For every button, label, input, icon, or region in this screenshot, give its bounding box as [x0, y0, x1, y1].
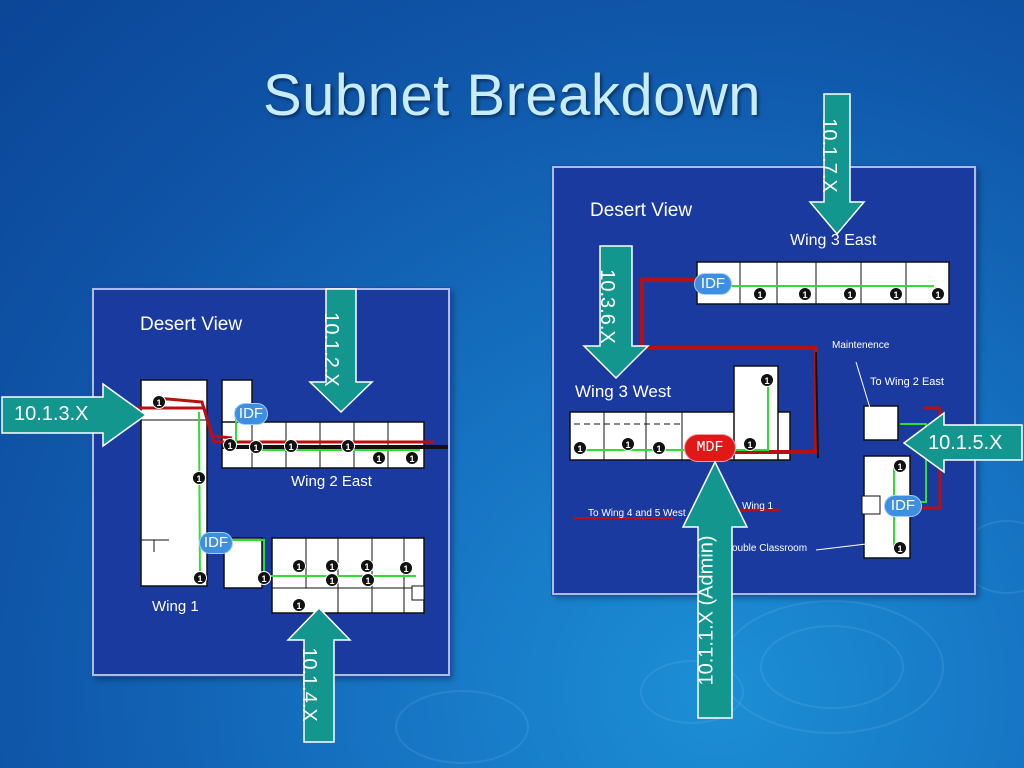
network-drop-marker: 1: [893, 459, 907, 473]
room-label: Wing 1: [742, 501, 774, 512]
network-drop-marker: 1: [573, 441, 587, 455]
subnet-label: 10.1.7.X: [817, 118, 840, 193]
room-label: To Wing 4 and 5 West: [588, 508, 686, 519]
network-drop-marker: 1: [931, 287, 945, 301]
network-drop-marker: 1: [292, 559, 306, 573]
network-drop-marker: 1: [893, 541, 907, 555]
network-drop-marker: 1: [325, 573, 339, 587]
subnet-arrow-shape: [1, 382, 148, 448]
mdf-badge: MDF: [684, 434, 736, 462]
network-drop-marker: 1: [193, 571, 207, 585]
slide-title: Subnet Breakdown: [262, 63, 762, 128]
ripple-decoration: [395, 690, 529, 764]
wing-label: Wing 1: [152, 598, 199, 615]
subnet-arrow-shape: [308, 288, 374, 414]
subnet-arrow-shape: [681, 460, 749, 719]
wing-label: Wing 3 West: [575, 382, 672, 401]
room-label: Maintenence: [832, 340, 890, 351]
subnet-arrow-shape: [808, 93, 866, 236]
network-drop-marker: 1: [284, 439, 298, 453]
idf-badge: IDF: [884, 495, 922, 517]
room-label: ouble Classroom: [732, 543, 808, 554]
subnet-arrow-shape: [286, 606, 352, 743]
network-drop-marker: 1: [292, 598, 306, 612]
network-drop-marker: 1: [798, 287, 812, 301]
network-drop-marker: 1: [152, 395, 166, 409]
network-drop-marker: 1: [372, 451, 386, 465]
network-drop-marker: 1: [192, 471, 206, 485]
subnet-arrow-shape: [582, 245, 650, 380]
network-drop-marker: 1: [652, 441, 666, 455]
network-drop-marker: 1: [257, 571, 271, 585]
subnet-label: 10.1.4.X: [297, 647, 320, 722]
network-drop-marker: 1: [753, 287, 767, 301]
wing-label: Wing 3 East: [790, 232, 877, 249]
wing-label: Wing 2 East: [291, 473, 372, 490]
network-drop-marker: 1: [405, 451, 419, 465]
network-drop-marker: 1: [843, 287, 857, 301]
ripple-decoration: [640, 660, 744, 724]
subnet-label: 10.1.5.X: [928, 432, 1003, 454]
subnet-label: 10.1.3.X: [14, 403, 89, 425]
plan-title: Desert View: [590, 200, 693, 221]
network-drop-marker: 1: [621, 437, 635, 451]
network-drop-marker: 1: [760, 373, 774, 387]
network-drop-marker: 1: [889, 287, 903, 301]
plan-title: Desert View: [140, 314, 243, 335]
network-drop-marker: 1: [223, 438, 237, 452]
subnet-arrow-shape: [902, 411, 1023, 474]
network-drop-marker: 1: [325, 559, 339, 573]
ripple-decoration: [760, 625, 904, 709]
subnet-label: 10.3.6.X: [595, 269, 618, 344]
network-drop-marker: 1: [249, 440, 263, 454]
idf-badge: IDF: [234, 403, 268, 425]
right-floor-plan: 1 1 1 1 1 1 1 1 1 1 1 1 Desert View Wing 3 East Win…: [552, 166, 976, 595]
room-label: To Wing 2 East: [870, 376, 944, 388]
idf-badge: IDF: [199, 532, 233, 554]
network-drop-marker: 1: [341, 439, 355, 453]
idf-badge: IDF: [694, 273, 732, 295]
network-drop-marker: 1: [399, 561, 413, 575]
subnet-label: 10.1.1.X (Admin): [695, 535, 718, 686]
network-drop-marker: 1: [743, 437, 757, 451]
network-drop-marker: 1: [360, 559, 374, 573]
subnet-label: 10.1.2.X: [319, 312, 342, 387]
network-drop-marker: 1: [361, 573, 375, 587]
